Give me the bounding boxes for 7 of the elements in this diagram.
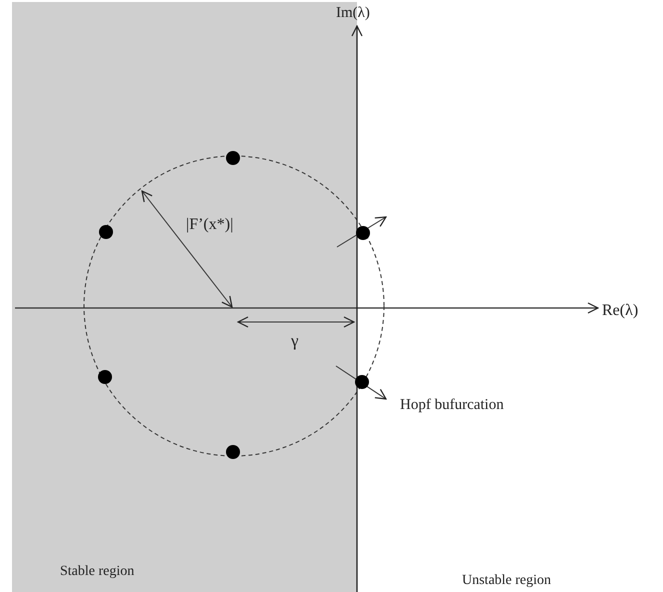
annotation-text: Hopf bufurcation — [400, 396, 504, 414]
axis-label: Im(λ) — [336, 4, 370, 22]
region-label: Unstable region — [462, 572, 552, 590]
axis-label: Re(λ) — [602, 302, 638, 320]
distance-label: γ — [291, 332, 299, 350]
region-label: Stable region — [60, 563, 134, 581]
radius-label: |F’(x*)| — [186, 216, 234, 234]
